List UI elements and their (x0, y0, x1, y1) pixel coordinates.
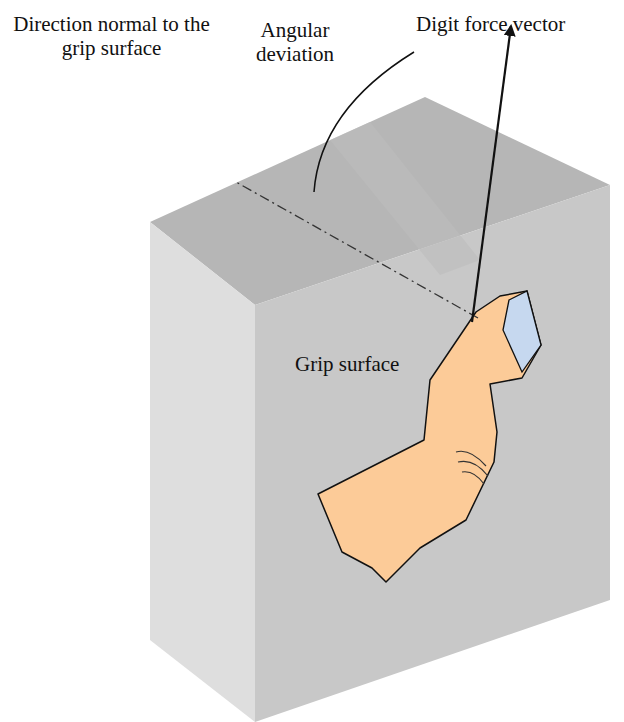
annotation-label: Angular deviation (240, 18, 350, 66)
thumbnail (503, 291, 541, 372)
annotation-label: Grip surface (295, 352, 399, 376)
annotation-label: Direction normal to the grip surface (4, 12, 219, 60)
skin-crease (462, 472, 484, 484)
box-shading (330, 122, 480, 275)
angle-arc (314, 52, 414, 192)
box-side-face (150, 222, 255, 722)
skin-crease (456, 451, 486, 466)
annotation-label: Digit force vector (416, 12, 565, 36)
thumb (318, 291, 541, 582)
normal-line (236, 182, 478, 318)
force-vector (472, 26, 511, 322)
